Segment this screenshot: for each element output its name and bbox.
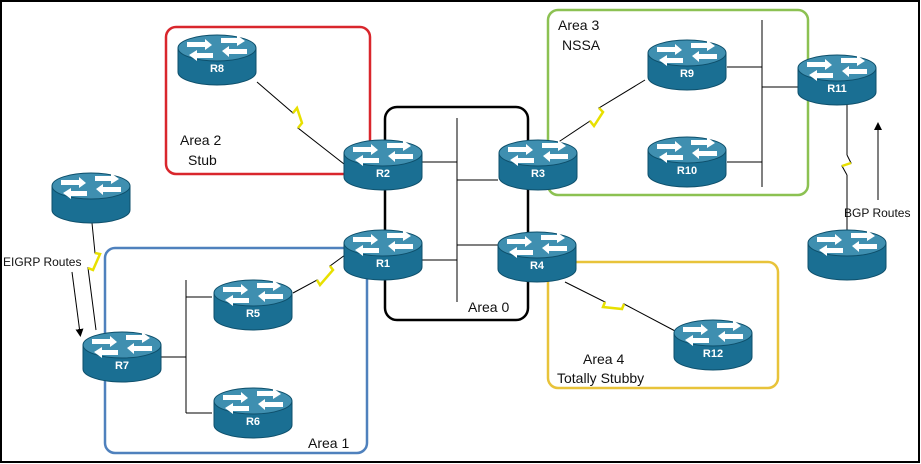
router-arrows-icon	[61, 173, 121, 199]
router-r5[interactable]: R5	[213, 279, 293, 331]
router-top	[213, 279, 293, 307]
router-arrows-icon	[92, 332, 152, 358]
area-4-label-line1: Area 4	[583, 351, 624, 367]
router-label: R7	[115, 360, 129, 372]
router-label: R6	[246, 416, 260, 428]
router-top	[797, 54, 877, 82]
router-r7[interactable]: R7	[82, 331, 162, 383]
area-4-label-line2: Totally Stubby	[557, 370, 644, 386]
router-top	[497, 231, 577, 259]
serial-link-accents	[87, 105, 852, 311]
router-r10[interactable]: R10	[647, 136, 727, 188]
router-arrows-icon	[508, 140, 568, 166]
area-2-boundary	[164, 25, 372, 176]
router-label: R10	[677, 165, 697, 177]
area-2-label-line1: Area 2	[180, 132, 221, 148]
router-r8[interactable]: R8	[177, 34, 257, 86]
router-top	[647, 136, 727, 164]
area-3-label-line2: NSSA	[562, 37, 601, 53]
area-2-label-line2: Stub	[188, 152, 217, 168]
router-arrows-icon	[817, 230, 877, 256]
router-label: R9	[680, 68, 694, 80]
ethernet-links	[160, 20, 848, 414]
bgp-routes-label: BGP Routes	[844, 206, 910, 220]
router-top	[177, 34, 257, 62]
router-arrows-icon	[353, 140, 413, 166]
router-r4[interactable]: R4	[497, 231, 577, 283]
router-label: R4	[530, 260, 545, 272]
area-3-label-line1: Area 3	[558, 17, 599, 33]
area-4-boundary	[546, 260, 780, 390]
router-top	[213, 387, 293, 415]
area-0-label: Area 0	[468, 299, 509, 315]
router-arrows-icon	[507, 232, 567, 258]
router-r9[interactable]: R9	[647, 39, 727, 91]
router-r1[interactable]: R1	[343, 229, 423, 281]
router-r12[interactable]: R12	[673, 319, 753, 371]
router-arrows-icon	[353, 230, 413, 256]
area-0-boundary	[383, 105, 530, 322]
router-arrows-icon	[223, 388, 283, 414]
router-label: R2	[376, 168, 390, 180]
router-r3[interactable]: R3	[498, 139, 578, 191]
router-top	[807, 229, 887, 257]
router-bgp[interactable]	[807, 229, 887, 281]
serial-links	[87, 79, 852, 333]
router-label: R5	[246, 308, 260, 320]
eigrp-routes-label: EIGRP Routes	[3, 255, 81, 269]
router-top	[498, 139, 578, 167]
router-arrows-icon	[657, 40, 717, 66]
router-top	[343, 139, 423, 167]
router-top	[51, 172, 131, 200]
area-3-boundary	[546, 8, 810, 197]
router-top	[647, 39, 727, 67]
eigrp-routes-arrow	[71, 271, 84, 337]
router-label: R3	[531, 168, 545, 180]
router-r2[interactable]: R2	[343, 139, 423, 191]
area-1-label: Area 1	[308, 435, 349, 451]
router-top	[343, 229, 423, 257]
router-arrows-icon	[187, 35, 247, 61]
router-label: R11	[827, 83, 847, 95]
router-r11[interactable]: R11	[797, 54, 877, 106]
router-r6[interactable]: R6	[213, 387, 293, 439]
router-arrows-icon	[223, 280, 283, 306]
router-label: R12	[703, 348, 723, 360]
router-eigrp[interactable]	[51, 172, 131, 224]
router-top	[673, 319, 753, 347]
router-arrows-icon	[657, 137, 717, 163]
router-label: R8	[210, 63, 224, 75]
router-top	[82, 331, 162, 359]
router-arrows-icon	[807, 55, 867, 81]
router-label: R1	[376, 258, 390, 270]
router-arrows-icon	[683, 320, 743, 346]
